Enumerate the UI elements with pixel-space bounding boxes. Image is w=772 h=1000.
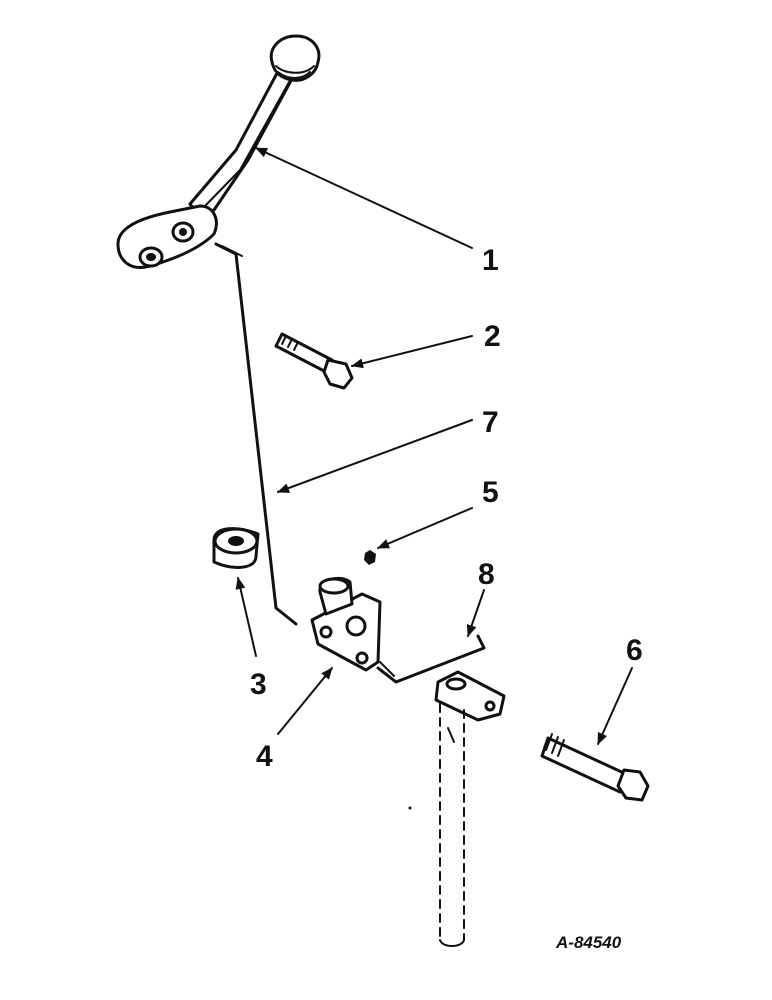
leader-3	[235, 577, 257, 657]
callout-2: 2	[484, 320, 501, 353]
callout-6: 6	[626, 634, 643, 667]
bushing-part	[212, 527, 260, 569]
shaft-assembly-part	[434, 670, 506, 947]
callout-5: 5	[482, 476, 499, 509]
leader-4	[277, 667, 333, 735]
linkage-rod-part	[376, 634, 486, 684]
nut-part	[364, 550, 376, 565]
control-rod-part	[214, 242, 298, 626]
leader-1	[255, 147, 473, 249]
callout-3: 3	[250, 668, 267, 701]
callout-7: 7	[482, 406, 499, 439]
stray-mark	[408, 806, 412, 810]
leader-6	[597, 667, 633, 745]
hand-lever-part	[116, 34, 321, 269]
leader-5	[377, 507, 473, 549]
callout-1: 1	[482, 244, 499, 277]
figure-reference-code: A-84540	[555, 933, 622, 952]
bracket-part	[310, 576, 382, 672]
leader-7	[277, 419, 473, 493]
leader-lines	[235, 147, 633, 745]
bolt-part	[274, 332, 354, 390]
long-bolt-part	[540, 733, 650, 802]
callout-4: 4	[256, 740, 273, 773]
leader-8	[466, 589, 485, 637]
leader-2	[351, 335, 473, 369]
callout-8: 8	[478, 558, 495, 591]
